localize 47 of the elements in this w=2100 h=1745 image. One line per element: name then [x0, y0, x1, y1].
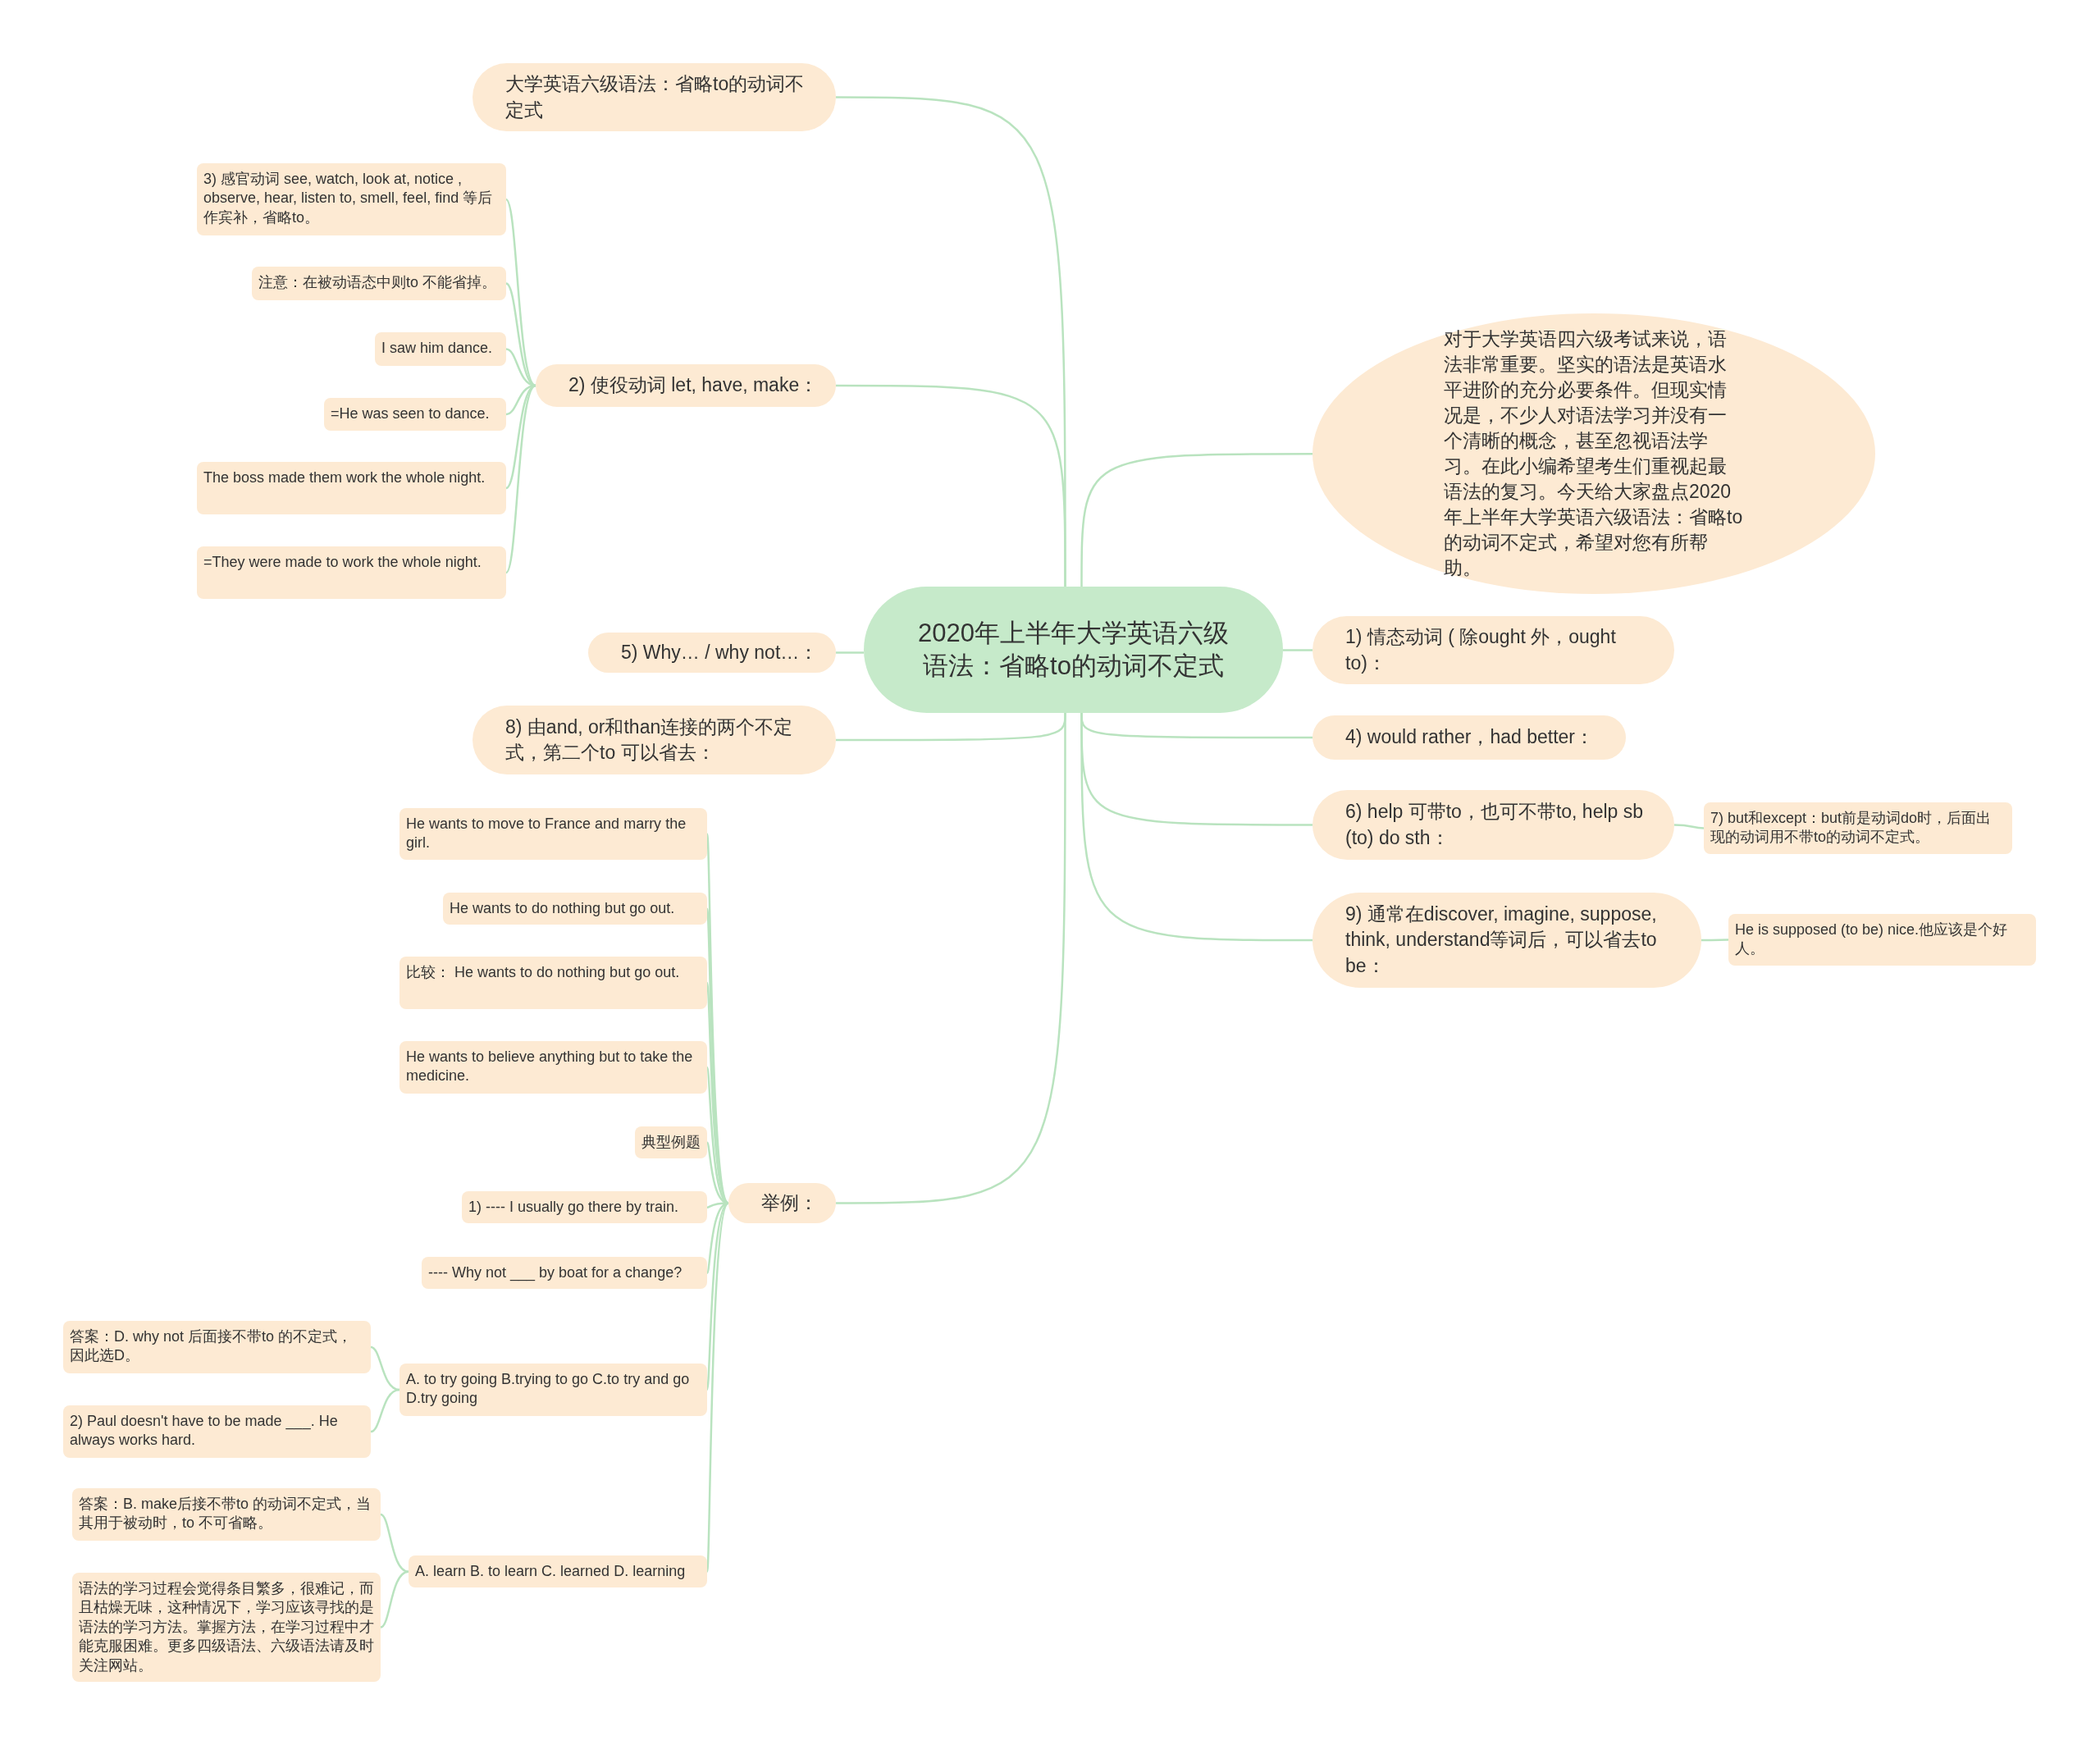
branch-line: [836, 384, 1066, 587]
branch-line: [370, 1388, 400, 1433]
subtopic-box: 典型例题: [635, 1126, 707, 1159]
topic-pill: 9) 通常在discover, imagine, suppose, think, understand等词后，可以省去to be：: [1312, 893, 1701, 988]
branch-line: [505, 385, 536, 573]
intro-oval: 对于大学英语四六级考试来说，语法非常重要。坚实的语法是英语水平进阶的充分必要条件。但现实情况是，不少人对语法学习并没有一个清晰的概念，甚至忽视语法学习。在此小编希望考生们重视起最语法的复习。今天给大家盘点2020年上半年大学英语六级语法：省略to的动词不定式，希望对您有所帮助。: [1312, 313, 1875, 595]
topic-pill: 1) 情态动词 ( 除ought 外，ought to)：: [1312, 616, 1674, 684]
subtopic-box: 注意：在被动语态中则to 不能省掉。: [252, 267, 506, 300]
subtopic-box: The boss made them work the whole night.: [197, 462, 506, 514]
branch-line: [1283, 649, 1312, 651]
topic-pill: 8) 由and, or和than连接的两个不定式，第二个to 可以省去：: [472, 706, 836, 774]
branch-line: [380, 1513, 409, 1573]
subtopic-box: 答案：D. why not 后面接不带to 的不定式，因此选D。: [63, 1321, 371, 1373]
topic-pill: 2) 使役动词 let, have, make：: [536, 364, 836, 407]
subtopic-box: =They were made to work the whole night.: [197, 546, 506, 599]
subtopic-box: =He was seen to dance.: [324, 398, 506, 431]
subtopic-box: 7) but和except：but前是动词do时，后面出现的动词用不带to的动词不定式。: [1704, 802, 2012, 854]
topic-pill: 6) help 可带to，也可不带to, help sb (to) do sth：: [1312, 790, 1674, 860]
branch-line: [1674, 824, 1705, 829]
branch-line: [1080, 453, 1312, 587]
subtopic-box: 2) Paul doesn't have to be made ___. He always works hard.: [63, 1405, 371, 1458]
topic-pill: 举例：: [728, 1183, 836, 1223]
subtopic-box: ---- Why not ___ by boat for a change?: [422, 1257, 707, 1290]
subtopic-box: I saw him dance.: [375, 332, 506, 366]
topic-pill: 大学英语六级语法：省略to的动词不定式: [472, 63, 836, 131]
branch-line: [705, 1202, 729, 1391]
branch-line: [1701, 939, 1728, 942]
subtopic-box: He wants to believe anything but to take the medicine.: [399, 1041, 707, 1094]
subtopic-box: 3) 感官动词 see, watch, look at, notice , observe, hear, listen to, smell, feel, find 等后作宾补，省略to。: [197, 163, 506, 235]
branch-line: [380, 1570, 409, 1629]
subtopic-box: A. learn B. to learn C. learned D. learning: [409, 1555, 707, 1588]
subtopic-box: 答案：B. make后接不带to 的动词不定式，当其用于被动时，to 不可省略。: [72, 1488, 381, 1541]
subtopic-box: 语法的学习过程会觉得条目繁多，很难记，而且枯燥无味，这种情况下，学习应该寻找的是语法的学习方法。掌握方法，在学习过程中才能克服困难。更多四级语法、六级语法请及时关注网站。: [72, 1573, 381, 1682]
topic-pill: 5) Why… / why not…：: [588, 633, 836, 673]
subtopic-box: He wants to do nothing but go out.: [443, 893, 707, 925]
subtopic-box: 比较： He wants to do nothing but go out.: [399, 957, 707, 1009]
branch-line: [836, 713, 1066, 1204]
central-topic: 2020年上半年大学英语六级语法：省略to的动词不定式: [864, 587, 1283, 713]
subtopic-box: 1) ---- I usually go there by train.: [462, 1191, 707, 1224]
branch-line: [370, 1345, 400, 1391]
branch-line: [705, 1202, 730, 1572]
topic-pill: 4) would rather，had better：: [1312, 715, 1626, 760]
branch-line: [836, 651, 864, 654]
subtopic-box: He wants to move to France and marry the girl.: [399, 808, 707, 860]
subtopic-box: He is supposed (to be) nice.他应该是个好人。: [1728, 914, 2036, 966]
branch-line: [505, 199, 536, 386]
subtopic-box: A. to try going B.trying to go C.to try and go D.try going: [399, 1364, 707, 1416]
